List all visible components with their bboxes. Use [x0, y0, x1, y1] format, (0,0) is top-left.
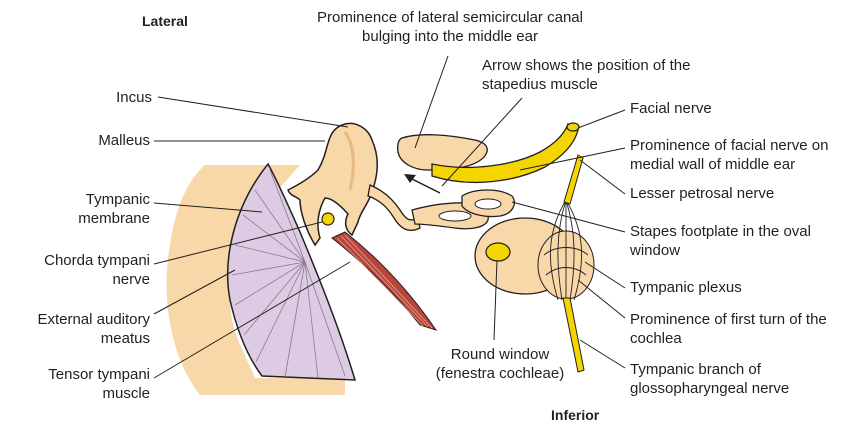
stapedius-arrow [410, 178, 440, 193]
chorda-tympani-shape [322, 213, 334, 225]
stapedius-arrow-label: Arrow shows the position of the stapediu… [482, 56, 752, 94]
incus-long-process [368, 185, 420, 230]
lateral-orientation-label: Lateral [142, 12, 188, 31]
stapes-footplate-opening [475, 199, 501, 209]
lesser-petrosal-label: Lesser petrosal nerve [630, 184, 774, 203]
external-auditory-meatus-label: External auditory meatus [4, 310, 150, 348]
lateral-canal-label: Prominence of lateral semicircular canal… [300, 8, 600, 46]
stapes-footplate-label: Stapes footplate in the oval window [630, 222, 860, 260]
malleus-label: Malleus [40, 131, 150, 150]
round-window-shape [486, 243, 510, 261]
lesser-petrosal-nerve-shape [564, 155, 583, 204]
cochlea-prominence-label: Prominence of first turn of the cochlea [630, 310, 866, 348]
facial-prominence-label: Prominence of facial nerve on medial wal… [630, 136, 860, 174]
lateral-canal-prominence-shape [398, 135, 488, 170]
incus-label: Incus [60, 88, 152, 107]
facial-nerve-cut-end [567, 123, 579, 131]
tympanic-plexus-label: Tympanic plexus [630, 278, 742, 297]
tympanic-branch-label: Tympanic branch of glossopharyngeal nerv… [630, 360, 830, 398]
tensor-tympani-label: Tensor tympani muscle [10, 365, 150, 403]
stapes-opening [439, 211, 471, 221]
stapedius-arrowhead [404, 174, 416, 183]
inferior-orientation-label: Inferior [551, 406, 599, 425]
round-window-label: Round window (fenestra cochleae) [430, 345, 570, 383]
chorda-tympani-label: Chorda tympani nerve [6, 251, 150, 289]
tympanic-membrane-label: Tympanic membrane [30, 190, 150, 228]
facial-nerve-label: Facial nerve [630, 99, 712, 118]
